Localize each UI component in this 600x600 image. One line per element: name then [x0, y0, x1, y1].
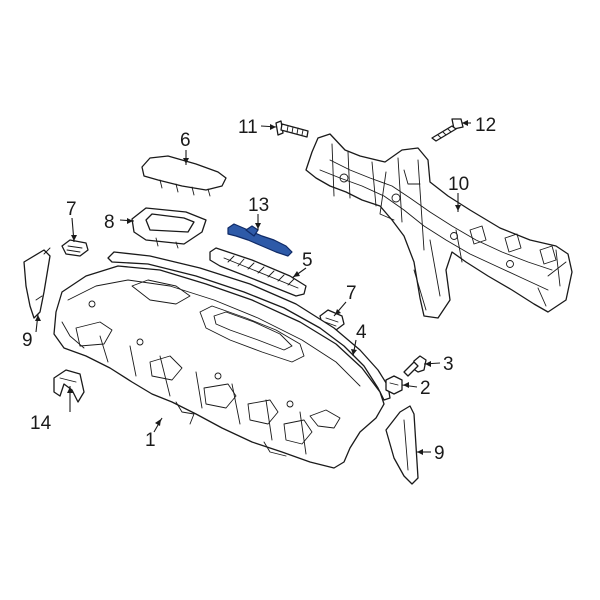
callout-1: 1 [145, 430, 156, 451]
callout-8: 8 [104, 212, 115, 233]
cross-car-beam [305, 133, 573, 319]
screw-3 [403, 355, 427, 377]
callout-14: 14 [30, 413, 52, 434]
defroster-vent-5 [209, 247, 307, 297]
side-panel-9-right [385, 405, 419, 485]
bezel-8 [131, 207, 207, 249]
bolt-12 [431, 118, 464, 142]
seal-strip-4 [107, 251, 391, 401]
vent-7-left [61, 239, 89, 257]
callout-4: 4 [356, 322, 367, 343]
callout-9-left: 9 [22, 330, 33, 351]
side-panel-9-left [23, 247, 51, 319]
callout-labels: 11 12 6 10 7 8 13 5 7 4 9 3 2 14 1 9 [22, 115, 496, 464]
callout-2: 2 [420, 378, 431, 399]
callout-11: 11 [238, 117, 258, 138]
bracket-14 [53, 369, 85, 403]
clip-2 [385, 375, 403, 395]
callout-13: 13 [248, 195, 269, 216]
callout-6: 6 [180, 130, 191, 151]
callout-9-right: 9 [434, 443, 445, 464]
bracket-13-highlighted [227, 223, 293, 257]
instrument-panel-1 [53, 265, 385, 469]
callout-7-left: 7 [66, 199, 77, 220]
callout-12: 12 [475, 115, 496, 136]
callout-5: 5 [302, 250, 313, 271]
callout-10: 10 [448, 174, 469, 195]
leader-arrowheads [35, 120, 468, 455]
trim-panel-6 [141, 155, 227, 197]
bolt-11 [275, 120, 309, 138]
callout-3: 3 [443, 354, 454, 375]
callout-7-right: 7 [346, 283, 357, 304]
